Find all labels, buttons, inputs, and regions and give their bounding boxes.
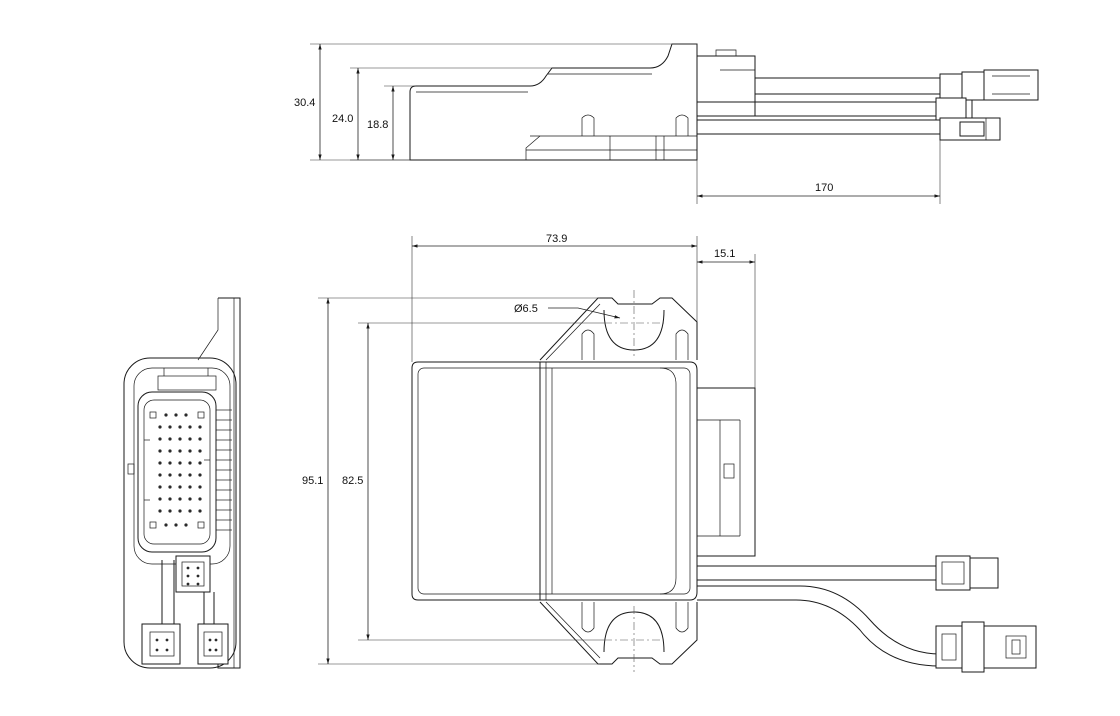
top-cable-curved [697,585,941,667]
dim-cable-length: 170 [815,182,833,194]
dim-mount-hole: Ø6.5 [514,303,538,315]
side-cable-upper [755,77,940,95]
dim-side-mid-height: 24.0 [332,113,353,125]
end-aux-connector [175,555,211,593]
dim-side-total-height: 30.4 [294,97,315,109]
end-plug-right [197,623,229,665]
end-backing-plate [217,297,241,669]
top-flange-upper [539,297,698,361]
side-plug-upper [939,73,963,99]
dim-connector-depth: 15.1 [714,248,735,260]
top-view: 73.9 15.1 Ø6.5 95.1 82.5 [302,233,1037,673]
end-view [123,297,241,669]
top-body-outline [411,361,698,601]
top-plug-lower [935,625,963,669]
dim-overall-height: 95.1 [302,475,323,487]
side-housing-outline [409,43,698,161]
dim-side-low-height: 18.8 [367,119,388,131]
top-plug-upper [935,555,971,591]
side-view: 30.4 24.0 18.8 170 [294,43,1039,204]
end-cooling-fins [216,409,232,531]
end-connector-pins [158,413,202,527]
top-flange-lower [539,601,698,665]
end-housing-outline [123,357,237,669]
top-connector-block [696,387,756,557]
dim-hole-spacing: 82.5 [342,475,363,487]
dim-body-width: 73.9 [546,233,567,245]
end-connector-face [137,391,217,553]
side-connector [696,55,756,117]
